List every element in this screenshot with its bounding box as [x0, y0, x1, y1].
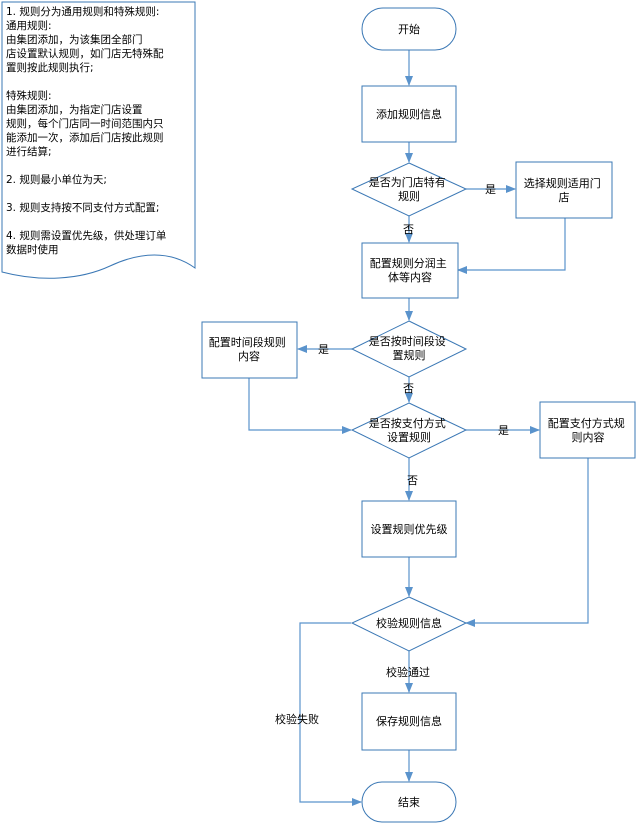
- note-line: 4. 规则需设置优先级，供处理订单: [6, 229, 166, 242]
- set-priority-process-shape: [361, 500, 457, 558]
- note-line: 2. 规则最小单位为天;: [6, 173, 107, 186]
- config-subject-process-shape: [361, 242, 459, 299]
- pay-decision-label: 是否按支付方式 设置规则: [369, 416, 450, 444]
- note-line: 进行结算;: [6, 145, 52, 158]
- edge-label-pay-no: 否: [407, 474, 418, 487]
- config-pay-process-shape: [539, 401, 636, 459]
- edge-label-store-yes: 是: [485, 183, 496, 196]
- set-priority-label: 设置规则优先级: [371, 522, 448, 536]
- end-node: 结束: [361, 781, 457, 823]
- edge-label-pay-yes: 是: [498, 424, 509, 437]
- config-time-label-line: 配置时间段规则: [209, 335, 286, 349]
- config-pay-node: 配置支付方式规 则内容: [539, 401, 636, 459]
- note-line: 置则按此规则执行;: [6, 61, 94, 74]
- note-line: 店设置默认规则，如门店无特殊配: [6, 47, 164, 60]
- select-store-label-line: 店: [559, 190, 570, 204]
- time-decision-diamond: [350, 320, 468, 378]
- note-line: 规则，每个门店同一时间范围内只: [6, 117, 164, 130]
- add-rule-node: 添加规则信息: [361, 85, 457, 143]
- edge-select-store-to-config: [457, 218, 566, 274]
- end-label-line: 结束: [398, 796, 420, 809]
- edge-labels: 是 否 是 否 是 否 校验通过 校验失败: [275, 183, 509, 726]
- add-rule-label-line: 添加规则信息: [376, 107, 442, 121]
- connectors: [248, 50, 589, 806]
- select-store-process-shape: [515, 161, 613, 219]
- rules-note: 1. 规则分为通用规则和特殊规则: 通用规则: 由集团添加，为该集团全部门 店设…: [1, 1, 196, 279]
- add-rule-process-shape: [361, 85, 457, 143]
- edge-label-validate-pass: 校验通过: [386, 665, 430, 679]
- edge-label-validate-fail: 校验失败: [275, 712, 319, 726]
- config-subject-label: 配置规则分润主 体等内容: [370, 256, 451, 284]
- config-pay-label: 配置支付方式规 则内容: [548, 416, 629, 444]
- config-subject-label-line: 体等内容: [388, 270, 432, 284]
- set-priority-node: 设置规则优先级: [361, 500, 457, 558]
- edge-config-pay-to-validate: [465, 458, 589, 627]
- select-store-node: 选择规则适用门 店: [515, 161, 613, 219]
- start-terminator-shape: [361, 7, 457, 51]
- note-line: 3. 规则支持按不同支付方式配置;: [6, 201, 159, 214]
- store-decision-label-line: 规则: [398, 189, 420, 203]
- pay-decision-label-line: 是否按支付方式: [369, 416, 446, 430]
- select-store-label: 选择规则适用门 店: [524, 176, 605, 204]
- store-decision-label: 是否为门店特有 规则: [369, 175, 450, 203]
- config-subject-label-line: 配置规则分润主: [370, 256, 447, 270]
- save-label-line: 保存规则信息: [376, 714, 442, 728]
- end-label: 结束: [398, 796, 420, 809]
- edge-label-time-no: 否: [403, 382, 414, 395]
- start-node: 开始: [361, 7, 457, 51]
- edge-label-store-no: 否: [403, 223, 414, 236]
- config-pay-label-line: 配置支付方式规: [548, 416, 625, 430]
- set-priority-label-line: 设置规则优先级: [371, 522, 448, 536]
- time-decision-label: 是否按时间段设 置规则: [369, 334, 450, 362]
- note-document-shape: [1, 1, 196, 279]
- config-time-process-shape: [201, 321, 298, 379]
- edge-label-time-yes: 是: [318, 343, 329, 356]
- note-line: 1. 规则分为通用规则和特殊规则:: [6, 5, 159, 18]
- save-node: 保存规则信息: [361, 692, 457, 751]
- pay-decision-diamond: [350, 402, 468, 459]
- validate-decision-diamond: [350, 596, 468, 652]
- note-text: 1. 规则分为通用规则和特殊规则: 通用规则: 由集团添加，为该集团全部门 店设…: [6, 5, 170, 256]
- config-time-node: 配置时间段规则 内容: [201, 321, 298, 379]
- add-rule-label: 添加规则信息: [376, 107, 442, 121]
- end-terminator-shape: [361, 781, 457, 823]
- store-decision-node: 是否为门店特有 规则: [350, 162, 468, 217]
- validate-decision-label: 校验规则信息: [376, 616, 442, 630]
- note-line: 特殊规则:: [6, 89, 52, 102]
- pay-decision-node: 是否按支付方式 设置规则: [350, 402, 468, 459]
- time-decision-label-line: 置规则: [393, 348, 426, 362]
- save-label: 保存规则信息: [376, 714, 442, 728]
- validate-decision-label-line: 校验规则信息: [376, 616, 442, 630]
- config-pay-label-line: 则内容: [572, 430, 605, 444]
- edge-config-time-to-pay-decision: [248, 378, 352, 434]
- config-subject-node: 配置规则分润主 体等内容: [361, 242, 459, 299]
- edge-validate-fail: [299, 622, 362, 806]
- store-decision-label-line: 是否为门店特有: [369, 175, 446, 189]
- validate-decision-node: 校验规则信息: [350, 596, 468, 652]
- note-line: 由集团添加，为该集团全部门: [6, 33, 143, 46]
- note-line: 能添加一次，添加后门店按此规则: [6, 131, 164, 144]
- time-decision-label-line: 是否按时间段设: [369, 334, 446, 348]
- config-time-label-line: 内容: [238, 349, 260, 363]
- note-line: 通用规则:: [6, 19, 52, 32]
- pay-decision-label-line: 设置规则: [387, 430, 431, 444]
- select-store-label-line: 选择规则适用门: [524, 176, 601, 190]
- note-line: 数据时使用: [6, 243, 59, 256]
- save-process-shape: [361, 692, 457, 751]
- start-label: 开始: [398, 22, 420, 36]
- store-decision-diamond: [350, 162, 468, 217]
- config-time-label: 配置时间段规则 内容: [209, 335, 290, 363]
- start-label-line: 开始: [398, 22, 420, 36]
- time-decision-node: 是否按时间段设 置规则: [350, 320, 468, 378]
- note-line: 由集团添加，为指定门店设置: [6, 103, 143, 116]
